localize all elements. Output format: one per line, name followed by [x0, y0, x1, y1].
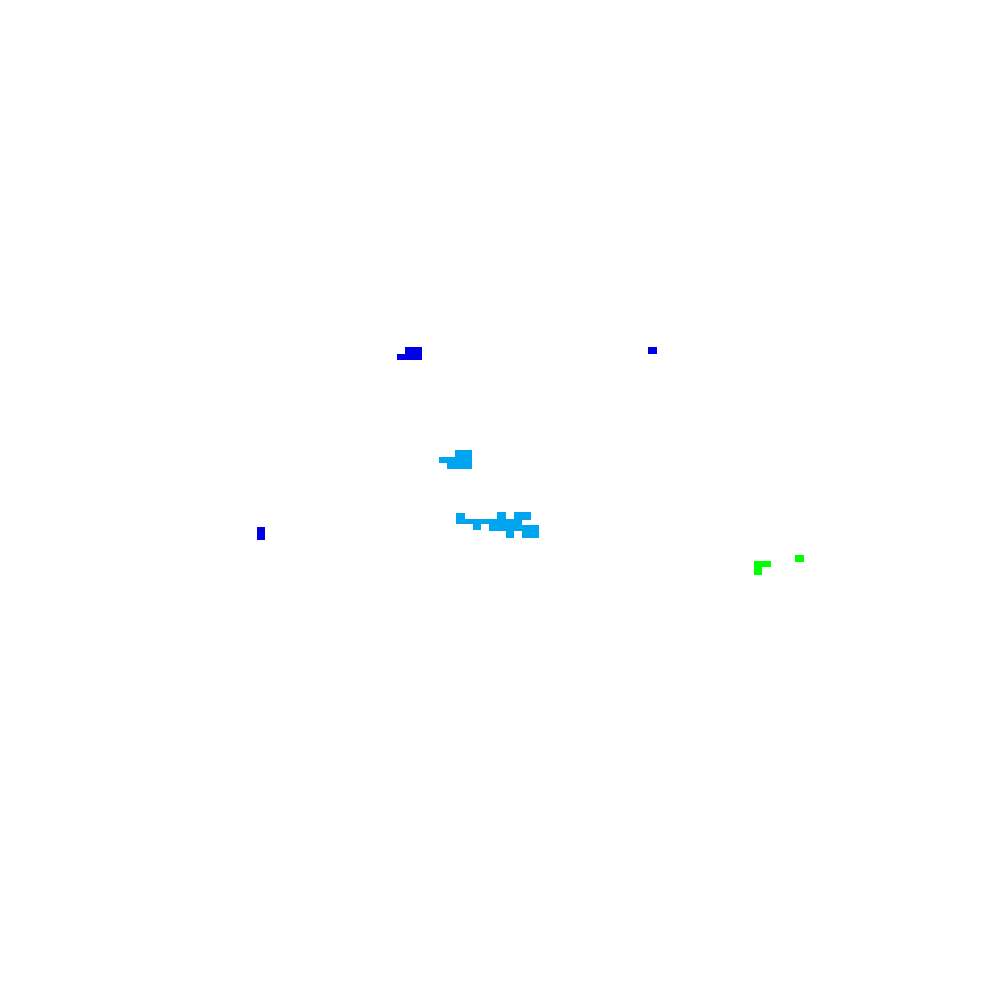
light-blue-cluster-lower-cell — [514, 512, 531, 520]
light-blue-cluster-lower-cell — [464, 519, 489, 524]
light-blue-cluster-upper-cell — [447, 462, 457, 469]
green-cluster-right-cell — [754, 566, 762, 575]
blue-cluster-top-left-cell — [405, 347, 422, 360]
light-blue-cluster-lower-cell — [522, 525, 539, 538]
blue-dot-left-cell — [257, 527, 265, 540]
light-blue-cluster-upper-cell — [455, 450, 472, 469]
blue-cluster-top-left-cell — [397, 354, 407, 360]
blue-dot-top-right-cell — [648, 347, 657, 354]
light-blue-cluster-lower-cell — [456, 513, 465, 524]
light-blue-cluster-lower-cell — [489, 519, 522, 531]
green-cluster-right-cell — [754, 561, 771, 567]
light-blue-cluster-lower-cell — [497, 512, 506, 520]
light-blue-cluster-lower-cell — [506, 530, 514, 538]
green-cluster-right-cell — [795, 555, 804, 562]
light-blue-cluster-upper-cell — [439, 457, 456, 463]
light-blue-cluster-lower-cell — [473, 523, 481, 530]
